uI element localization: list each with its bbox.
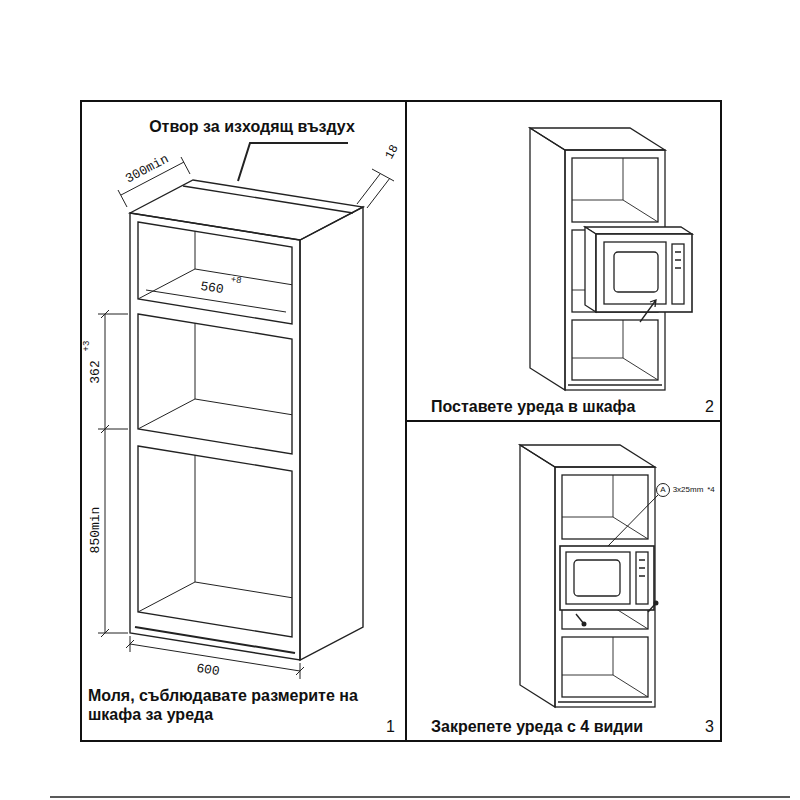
screw-callout bbox=[608, 484, 670, 547]
appliance bbox=[560, 546, 654, 610]
callout-letter: A bbox=[660, 486, 665, 494]
screw-count-label: *4 bbox=[706, 486, 716, 494]
panel-caption: Моля, съблюдавате размерите на шкафа за … bbox=[88, 686, 380, 724]
appliance-body bbox=[585, 227, 596, 312]
screw-size-label: 3x25mm bbox=[672, 486, 705, 494]
appliance-frame bbox=[560, 546, 654, 610]
dimension-label: 18 bbox=[383, 142, 401, 162]
cabinet-inner bbox=[138, 416, 349, 637]
cabinet-opening bbox=[138, 446, 292, 637]
insert-arrow bbox=[640, 300, 656, 322]
dimension-label: 362 bbox=[89, 359, 102, 384]
appliance-body bbox=[585, 227, 692, 234]
screws bbox=[576, 601, 658, 626]
panel-number: 1 bbox=[386, 717, 395, 736]
screw-head bbox=[654, 601, 658, 605]
callout-circle bbox=[657, 484, 670, 497]
leader-line bbox=[238, 143, 348, 181]
small-cabinet bbox=[520, 445, 655, 707]
dimension-lines bbox=[98, 143, 394, 679]
cabinet-opening bbox=[138, 222, 292, 324]
cabinet-opening bbox=[138, 314, 292, 454]
tolerance-label: +3 bbox=[83, 340, 92, 353]
figure-panel: Моля, съблюдавате размерите на шкафа за … bbox=[80, 100, 407, 742]
leader-line bbox=[608, 495, 658, 546]
dimension-line bbox=[130, 636, 300, 679]
dimension-line bbox=[357, 169, 394, 208]
cabinet-inner bbox=[138, 284, 349, 454]
appliance-door bbox=[566, 552, 630, 604]
panel-caption: Закрепете уреда с 4 видии bbox=[431, 717, 691, 736]
appliance-door bbox=[604, 242, 666, 304]
dimension-label: 300min bbox=[122, 152, 171, 186]
cabinet-front bbox=[130, 213, 300, 660]
panel-caption: Поставете уреда в шкафа bbox=[431, 397, 691, 416]
tolerance-label: +8 bbox=[229, 276, 243, 287]
cabinet-side bbox=[300, 207, 363, 660]
page-rule bbox=[50, 796, 790, 798]
appliance-window bbox=[574, 560, 620, 596]
panel-number: 2 bbox=[705, 397, 714, 416]
dimension-label: 560 bbox=[198, 280, 225, 297]
panel-number: 3 bbox=[705, 717, 714, 736]
dimension-line bbox=[98, 314, 128, 633]
air-vent-slot bbox=[183, 186, 353, 213]
callout-label: Отвор за изходящ въздух bbox=[149, 119, 355, 135]
figure-panel: Закрепете уреда с 4 видии 3 bbox=[405, 420, 722, 742]
control-buttons bbox=[639, 560, 645, 576]
dimension-label: 600 bbox=[194, 662, 221, 679]
control-panel bbox=[672, 244, 684, 304]
appliance bbox=[585, 227, 692, 322]
appliance-frame bbox=[596, 234, 692, 312]
tall-cabinet bbox=[130, 180, 363, 660]
dimension-label: 850min bbox=[89, 506, 102, 555]
screw-head bbox=[582, 622, 586, 626]
control-panel bbox=[636, 552, 648, 604]
control-buttons bbox=[675, 252, 681, 268]
dimension-tick bbox=[101, 310, 109, 637]
appliance-window bbox=[614, 252, 658, 292]
cabinet-inner bbox=[138, 192, 349, 324]
figure-panel: Поставете уреда в шкафа 2 bbox=[405, 100, 722, 422]
